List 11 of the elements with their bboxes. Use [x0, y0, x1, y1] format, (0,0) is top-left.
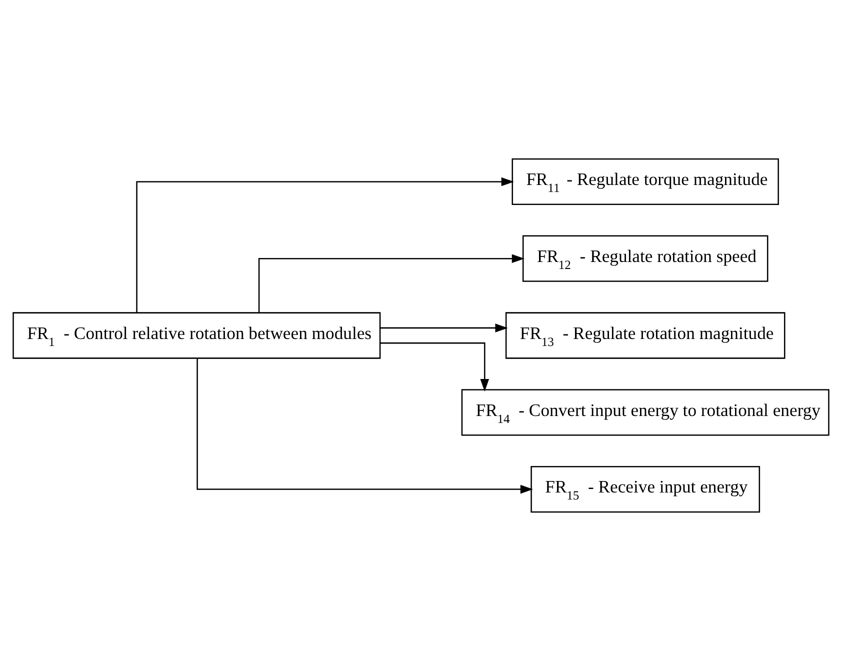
node-box: FR$_{1}$ - Control relative rotation between modules — [12, 312, 381, 358]
arrow — [380, 323, 508, 332]
node-box: FR$_{14}$ - Convert input energy to rotational energy — [461, 388, 830, 436]
node-box: FR$_{13}$ - Regulate rotation magnitude — [505, 312, 786, 358]
node-box: FR$_{15}$ - Receive input energy — [530, 465, 760, 512]
arrow — [196, 358, 534, 494]
node-box: FR$_{12}$ - Regulate rotation speed — [522, 234, 768, 282]
node-box: FR$_{11}$ - Regulate torque magnitude — [512, 158, 779, 205]
arrow — [258, 254, 524, 312]
arrow — [136, 176, 514, 312]
arrow — [380, 342, 490, 392]
